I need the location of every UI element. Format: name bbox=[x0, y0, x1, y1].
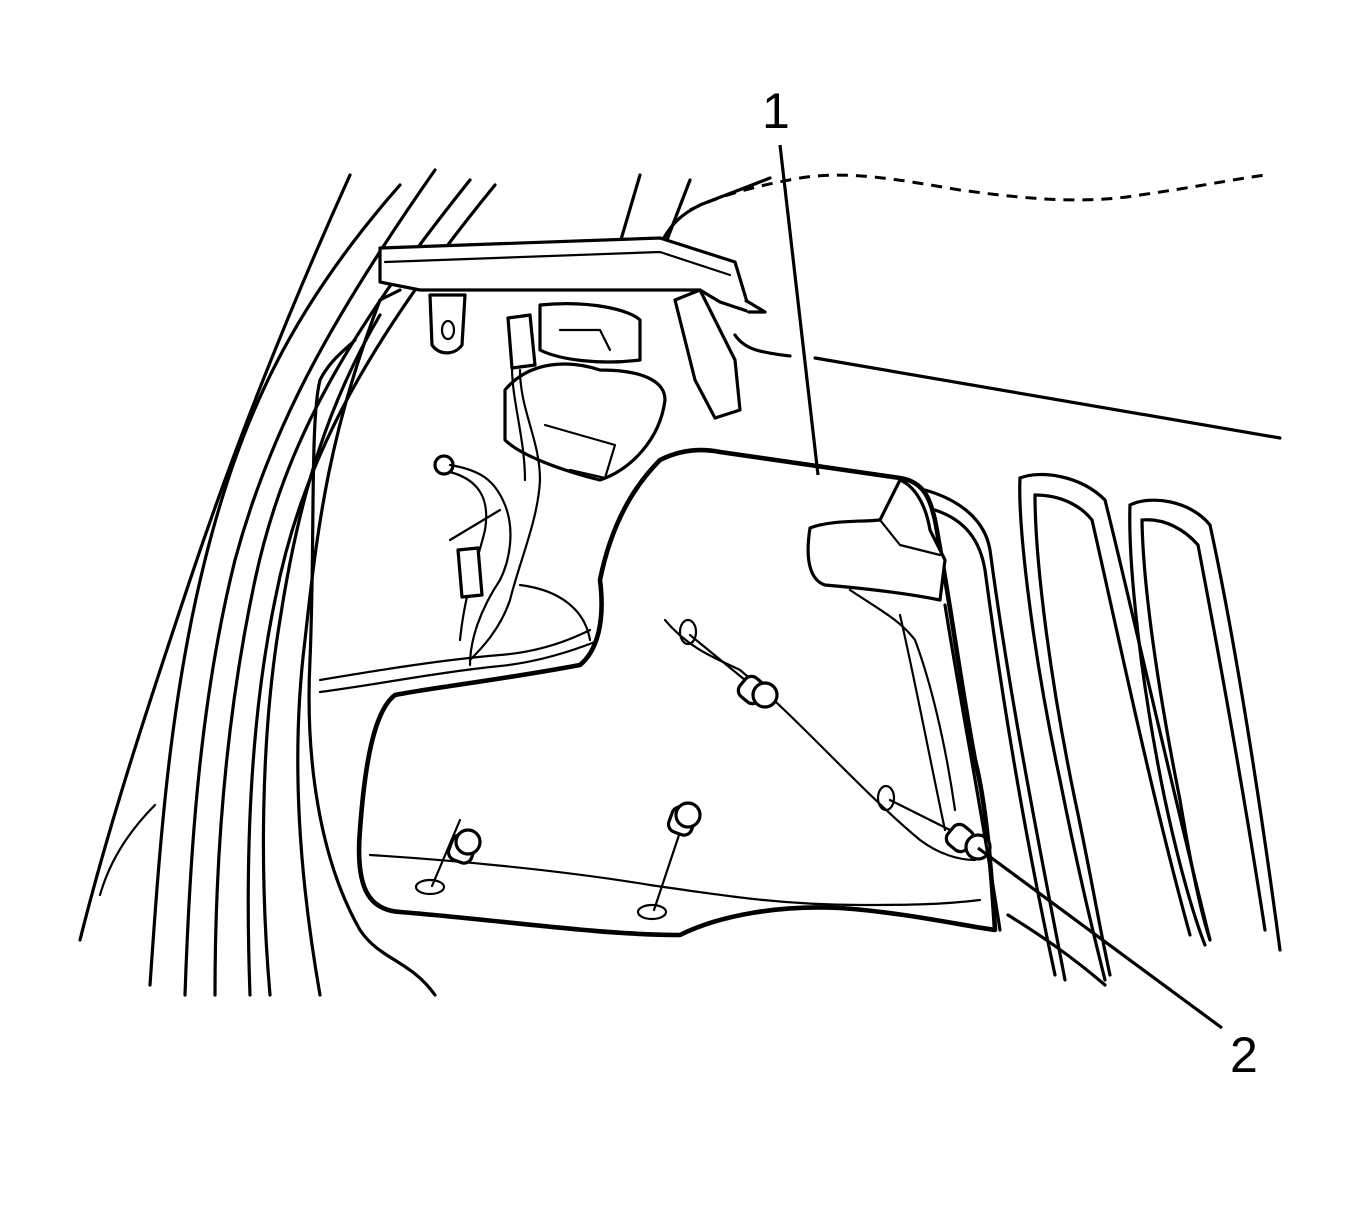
trunk-liner-ribs bbox=[923, 472, 1282, 987]
leader-line-1 bbox=[778, 144, 820, 476]
wiring-harness bbox=[318, 313, 602, 694]
leader-line-2 bbox=[977, 846, 1223, 1030]
callout-label-2: 2 bbox=[1230, 1027, 1258, 1083]
fastener-3 bbox=[688, 633, 779, 709]
callout-label-1: 1 bbox=[762, 83, 790, 139]
tail-lamp-assembly bbox=[378, 236, 767, 482]
fastener-2 bbox=[652, 801, 702, 912]
fastener-1 bbox=[430, 818, 482, 888]
body-contour-lines bbox=[78, 168, 692, 997]
fasteners bbox=[430, 633, 992, 912]
callout-leaders bbox=[778, 144, 1223, 1030]
trim-panel bbox=[356, 447, 998, 938]
rear-shelf-outline bbox=[658, 173, 1282, 440]
